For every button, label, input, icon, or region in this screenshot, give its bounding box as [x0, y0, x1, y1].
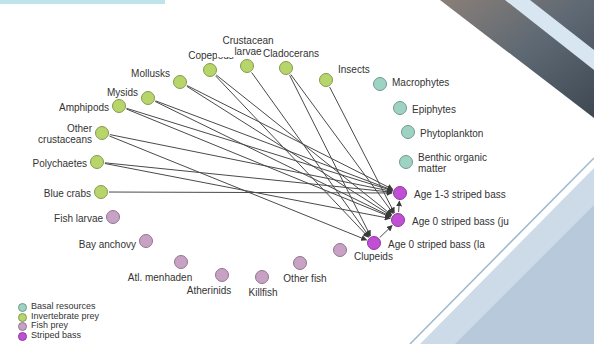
feeding-arrow [380, 226, 392, 238]
feeding-arrow [187, 86, 393, 190]
species-label: Bay anchovy [78, 239, 137, 250]
species-label: Other crustaceans [36, 123, 93, 145]
legend-swatch [18, 322, 27, 331]
species-node: Other fish [293, 256, 307, 270]
species-label: Age 0 striped bass (ju [411, 216, 510, 227]
feeding-arrow [105, 164, 390, 219]
diagonal-stripe [505, 0, 594, 70]
panel-edge [410, 158, 594, 344]
species-node: Blue crabs [94, 185, 108, 199]
feeding-arrow [155, 102, 391, 217]
feeding-arrow [187, 86, 391, 215]
legend-label: Invertebrate prey [31, 312, 99, 322]
species-node: Other crustaceans [95, 126, 109, 140]
feeding-arrow [398, 201, 400, 212]
legend-label: Striped bass [31, 331, 81, 341]
feeding-arrow [126, 109, 390, 217]
legend-label: Basal resources [31, 302, 96, 312]
species-label: Macrophytes [391, 77, 450, 88]
species-node: Age 0 striped bass (ju [391, 213, 405, 227]
species-node: Polychaetes [90, 155, 104, 169]
feeding-arrow [330, 87, 395, 213]
feeding-arrow [216, 75, 391, 215]
feeding-arrow [252, 73, 370, 237]
species-node: Macrophytes [373, 77, 387, 91]
species-node: Epiphytes [393, 101, 407, 115]
species-label: Age 1-3 striped bass [413, 189, 507, 200]
species-node: Mysids [141, 91, 155, 105]
photo-corner [440, 0, 594, 118]
feeding-arrow [110, 135, 392, 192]
species-node: Cladocerans [279, 61, 293, 75]
species-label: Clupeids [353, 251, 394, 262]
species-label: Cladocerans [262, 48, 320, 59]
species-label: Atl. menhaden [127, 272, 194, 283]
species-label: Mollusks [130, 68, 171, 79]
species-label: Phytoplankton [419, 128, 484, 139]
legend-swatch [18, 313, 27, 322]
species-node: Mollusks [173, 75, 187, 89]
feeding-arrow [290, 75, 371, 236]
legend-swatch [18, 303, 27, 312]
species-label: Blue crabs [43, 188, 92, 199]
species-label: Mysids [106, 87, 139, 98]
species-label: Polychaetes [32, 158, 88, 169]
species-node: Benthic organic matter [399, 155, 413, 169]
species-node: Atl. menhaden [174, 255, 188, 269]
species-node: Killfish [255, 270, 269, 284]
species-label: Age 0 striped bass (la [387, 239, 486, 250]
species-node: Insects [319, 73, 333, 87]
species-node: Amphipods [112, 99, 126, 113]
species-label: Insects [337, 64, 371, 75]
feeding-arrow [109, 136, 366, 240]
species-node: Fish larvae [106, 210, 120, 224]
legend-label: Fish prey [31, 321, 68, 331]
feeding-arrow [291, 74, 394, 213]
species-label: Amphipods [58, 102, 110, 113]
species-node: Phytoplankton [401, 125, 415, 139]
species-node: Age 1-3 striped bass [393, 186, 407, 200]
species-label: Fish larvae [53, 213, 104, 224]
species-node: Clupeids [333, 243, 347, 257]
species-node: Crustacean larvae [240, 59, 254, 73]
feeding-arrow [155, 101, 392, 190]
top-bar [0, 0, 165, 4]
species-node: Bay anchovy [139, 234, 153, 248]
feeding-arrow [216, 76, 369, 237]
species-node: Atherinids [215, 268, 229, 282]
species-label: Atherinids [186, 285, 232, 296]
species-label: Benthic organic matter [417, 152, 495, 174]
species-label: Killfish [248, 287, 279, 298]
species-label: Other fish [282, 273, 327, 284]
species-node: Copepods [203, 63, 217, 77]
species-node: Age 0 striped bass (la [367, 236, 381, 250]
legend-swatch [18, 332, 27, 341]
species-label: Epiphytes [411, 104, 457, 115]
